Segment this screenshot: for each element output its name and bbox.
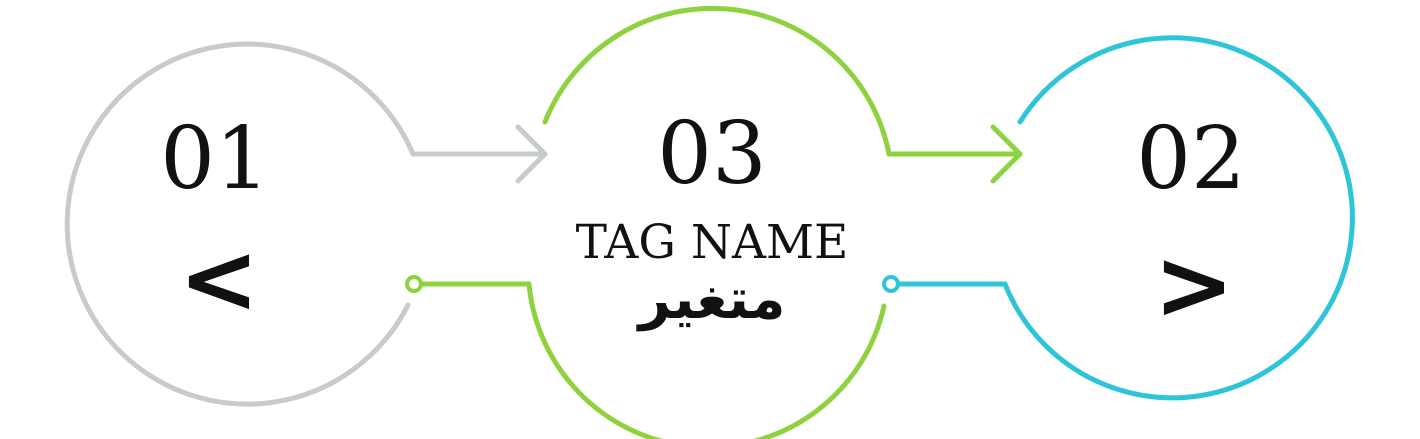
step-03-ring-top xyxy=(542,5,892,157)
step-02-ring xyxy=(1002,35,1355,401)
variable-label: متغير xyxy=(636,267,786,332)
step-03: 03 TAG NAME متغير xyxy=(405,5,1023,439)
step-03-ring-bottom xyxy=(526,281,887,439)
less-than-icon: < xyxy=(179,223,259,335)
step-01: 01 < xyxy=(64,41,548,407)
step-02-number: 02 xyxy=(1136,109,1245,209)
tag-name-label: TAG NAME xyxy=(576,215,849,270)
step-03-input-node-icon xyxy=(405,275,423,293)
step-01-arrowhead-icon xyxy=(515,124,548,184)
step-03-arrowhead-icon xyxy=(990,124,1023,184)
step-02: 02 > xyxy=(882,35,1355,401)
step-01-ring xyxy=(64,41,416,407)
step-02-input-node-icon xyxy=(882,275,900,293)
step-01-number: 01 xyxy=(160,109,269,209)
step-03-number: 03 xyxy=(657,104,766,204)
greater-than-icon: > xyxy=(1154,229,1234,341)
